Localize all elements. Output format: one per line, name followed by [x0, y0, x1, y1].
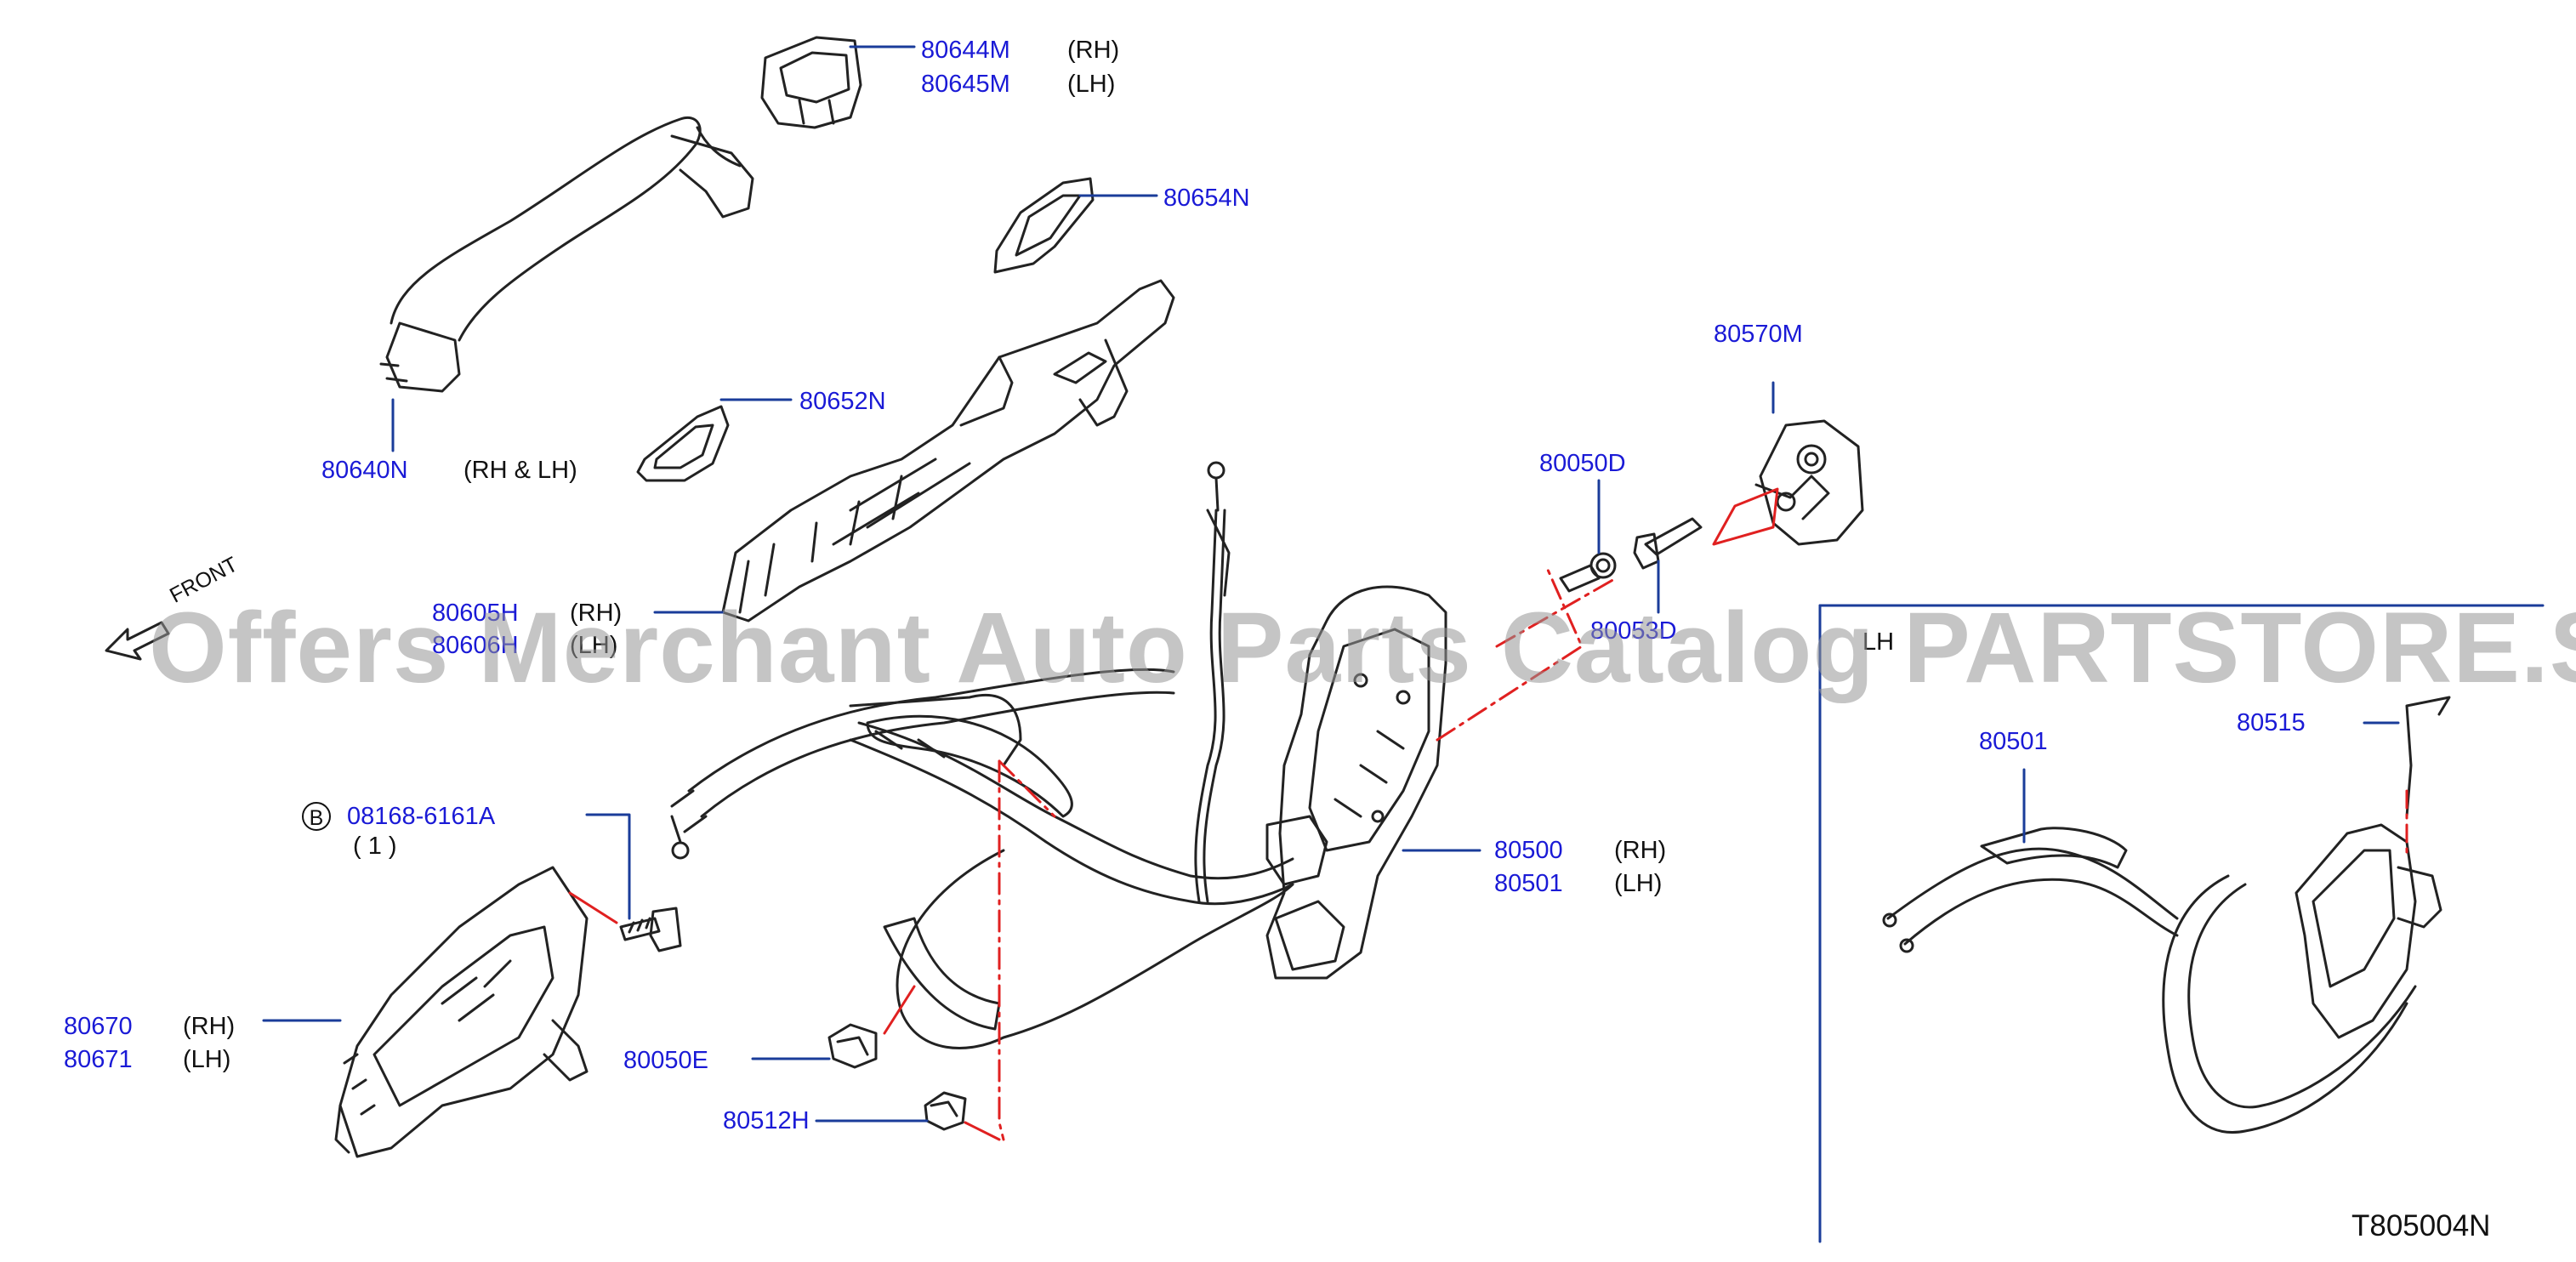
callout-80500: 80500 — [1494, 837, 1563, 864]
part-number: 80644M — [921, 37, 1010, 64]
callout-bolt-qty: ( 1 ) — [353, 833, 397, 860]
inset-callout-80501: 80501 — [1979, 728, 2048, 755]
callout-80500-side: (RH) — [1614, 837, 1667, 864]
watermark: Offers Merchant Auto Parts Catalog PARTS… — [149, 592, 2576, 704]
callout-80050d: 80050D — [1539, 450, 1626, 477]
inset-callout-80515: 80515 — [2237, 709, 2306, 736]
callout-80606h-side: (LH) — [570, 632, 618, 659]
callout-80644m: 80644M — [921, 37, 1010, 63]
callout-80670: 80670 — [64, 1013, 133, 1040]
callout-08168-6161a: 08168-6161A — [347, 803, 496, 830]
door-lock-actuator-part — [1265, 585, 1447, 980]
callout-80645m-side: (LH) — [1067, 71, 1116, 98]
callout-80606h: 80606H — [432, 632, 519, 659]
bolt-qty-circle: B — [302, 802, 331, 831]
striker-part — [1754, 419, 1864, 546]
callout-80501-side: (LH) — [1614, 870, 1663, 897]
callout-80053d: 80053D — [1590, 617, 1677, 645]
callout-80671-side: (LH) — [183, 1046, 231, 1073]
handle-bracket-part — [721, 279, 1175, 622]
handle-bolt-part — [619, 907, 682, 952]
callout-80605h-side: (RH) — [570, 600, 623, 627]
callout-80570m: 80570M — [1714, 321, 1803, 348]
callout-80605h: 80605H — [432, 600, 519, 627]
inside-handle-part — [334, 866, 589, 1158]
rod-clip-part — [924, 1091, 967, 1131]
handle-cap-part — [760, 36, 862, 129]
inset-lh-assembly — [1882, 696, 2451, 1134]
callout-80645m: 80645M — [921, 71, 1010, 98]
callout-80652n: 80652N — [799, 388, 886, 415]
cable-protector-part — [866, 714, 1073, 1031]
callout-80050e: 80050E — [623, 1047, 708, 1074]
outside-handle-part — [379, 117, 754, 393]
callout-80644m-side: (RH) — [1067, 37, 1120, 64]
escutcheon-part — [993, 177, 1095, 274]
callout-80654n: 80654N — [1163, 185, 1250, 212]
callout-80501: 80501 — [1494, 870, 1563, 897]
diagram-code: T805004N — [2351, 1209, 2491, 1242]
front-arrow — [105, 621, 170, 661]
gasket-part — [636, 405, 730, 482]
inset-frame — [1818, 604, 2545, 1243]
callout-80640n: 80640N — [321, 457, 408, 484]
callout-80512h: 80512H — [723, 1107, 810, 1134]
striker-bolt-part — [1559, 517, 1703, 593]
inset-label-lh: LH — [1862, 628, 1895, 656]
cable-clip-part — [827, 1023, 878, 1069]
callout-80671: 80671 — [64, 1046, 133, 1073]
lock-cable-part — [670, 461, 1294, 1049]
centerlines — [568, 487, 2408, 1141]
callout-80670-side: (RH) — [183, 1013, 236, 1040]
leader-lines — [262, 45, 2400, 1123]
callout-80640n-side: (RH & LH) — [463, 457, 577, 484]
